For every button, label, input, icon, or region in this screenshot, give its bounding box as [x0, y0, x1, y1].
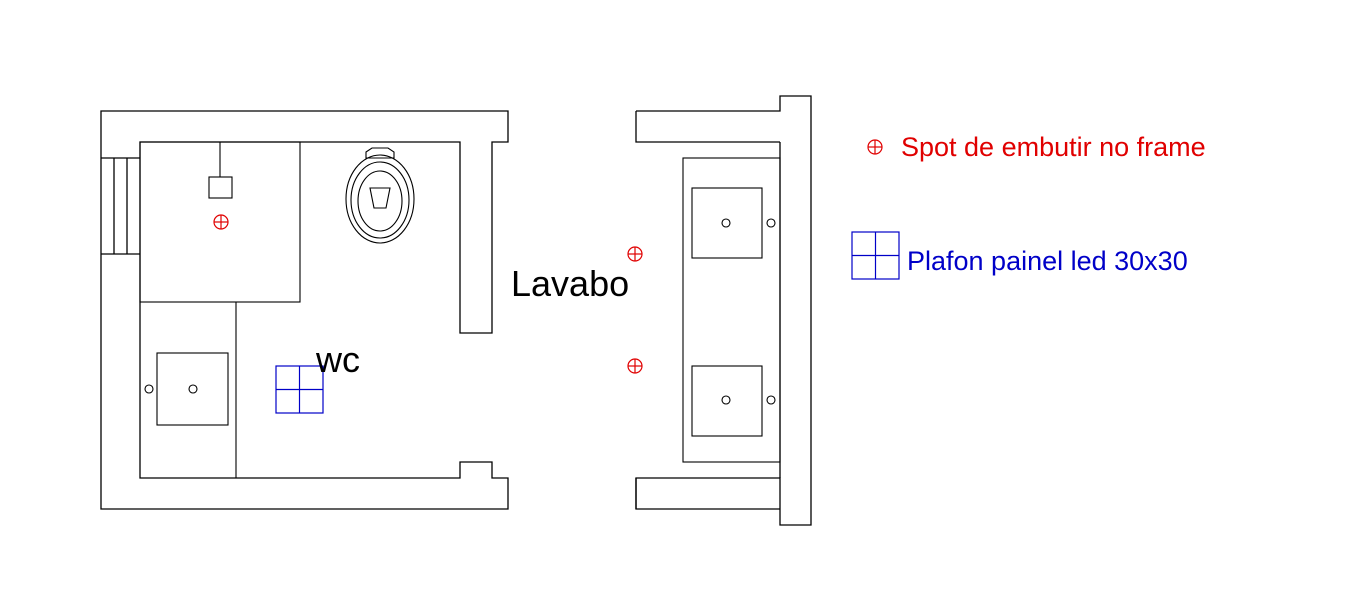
wc-sink-cabinet — [140, 301, 237, 478]
window-frame — [101, 157, 140, 255]
lavabo-sink-basin-top — [691, 187, 763, 259]
room-label-wc: wc — [315, 339, 360, 380]
legend: Spot de embutir no frame Plafon painel l… — [851, 132, 1206, 280]
led-panel-icon — [275, 365, 324, 414]
faucet-icon — [144, 384, 154, 394]
wc-outer-wall — [100, 110, 509, 510]
lavabo-wall-top — [635, 95, 812, 526]
faucet-icon — [766, 218, 776, 228]
led-panel-icon — [851, 231, 900, 280]
lavabo-sink-basin-bottom — [691, 365, 763, 437]
drain-icon — [721, 395, 731, 405]
spot-icon — [627, 246, 643, 262]
drain-icon — [721, 218, 731, 228]
toilet-icon — [345, 147, 415, 244]
spot-icon — [627, 358, 643, 374]
spot-icon — [867, 139, 883, 155]
lavabo-counter — [682, 157, 781, 463]
faucet-icon — [766, 395, 776, 405]
room-label-lavabo: Lavabo — [511, 263, 629, 304]
legend-led-label: Plafon painel led 30x30 — [907, 246, 1188, 276]
legend-spot-label: Spot de embutir no frame — [901, 132, 1206, 162]
wc-sink-basin — [156, 352, 229, 426]
shower-head — [208, 176, 233, 199]
spot-icon — [213, 214, 229, 230]
drain-icon — [188, 384, 198, 394]
